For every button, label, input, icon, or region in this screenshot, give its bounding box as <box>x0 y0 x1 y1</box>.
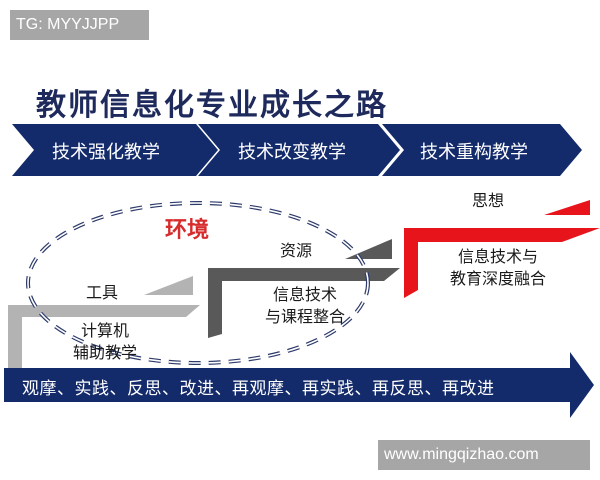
step-3-wedge <box>544 200 590 215</box>
step-3-shape <box>404 228 600 298</box>
step-2-wedge <box>345 239 392 259</box>
stage-chevron-3 <box>382 124 582 176</box>
step-1-shape <box>8 305 200 368</box>
step-3-content-line-1: 信息技术与 <box>457 247 538 266</box>
step-1-content: 计算机 辅助教学 <box>60 320 150 364</box>
process-arrow-label: 观摩、实践、反思、改进、再观摩、再实践、再反思、再改进 <box>22 379 495 399</box>
process-arrow <box>4 352 594 418</box>
step-2-shape <box>208 268 400 338</box>
stage-chevron-2 <box>198 124 400 176</box>
watermark-top: TG: MYYJJPP <box>10 10 149 40</box>
stage-label-2: 技术改变教学 <box>238 142 346 163</box>
step-2-level-label: 资源 <box>280 241 313 260</box>
watermark-bottom: www.mingqizhao.com <box>378 440 590 470</box>
step-1-content-line-1: 计算机 <box>80 321 129 340</box>
stage-chevron-1 <box>12 124 218 176</box>
step-1-content-line-2: 辅助教学 <box>72 343 137 362</box>
step-2-content-line-2: 与课程整合 <box>264 307 345 326</box>
step-1-wedge <box>144 276 193 295</box>
page-title: 教师信息化专业成长之路 <box>36 88 388 123</box>
stage-label-1: 技术强化教学 <box>52 142 160 163</box>
step-3-content: 信息技术与 教育深度融合 <box>438 246 558 290</box>
environment-label: 环境 <box>165 218 210 243</box>
stage-label-3: 技术重构教学 <box>420 142 528 163</box>
step-2-content: 信息技术 与课程整合 <box>250 284 360 328</box>
step-3-content-line-2: 教育深度融合 <box>449 269 546 288</box>
step-3-level-label: 思想 <box>472 191 505 210</box>
step-1-level-label: 工具 <box>86 283 119 302</box>
step-2-content-line-1: 信息技术 <box>272 285 337 304</box>
